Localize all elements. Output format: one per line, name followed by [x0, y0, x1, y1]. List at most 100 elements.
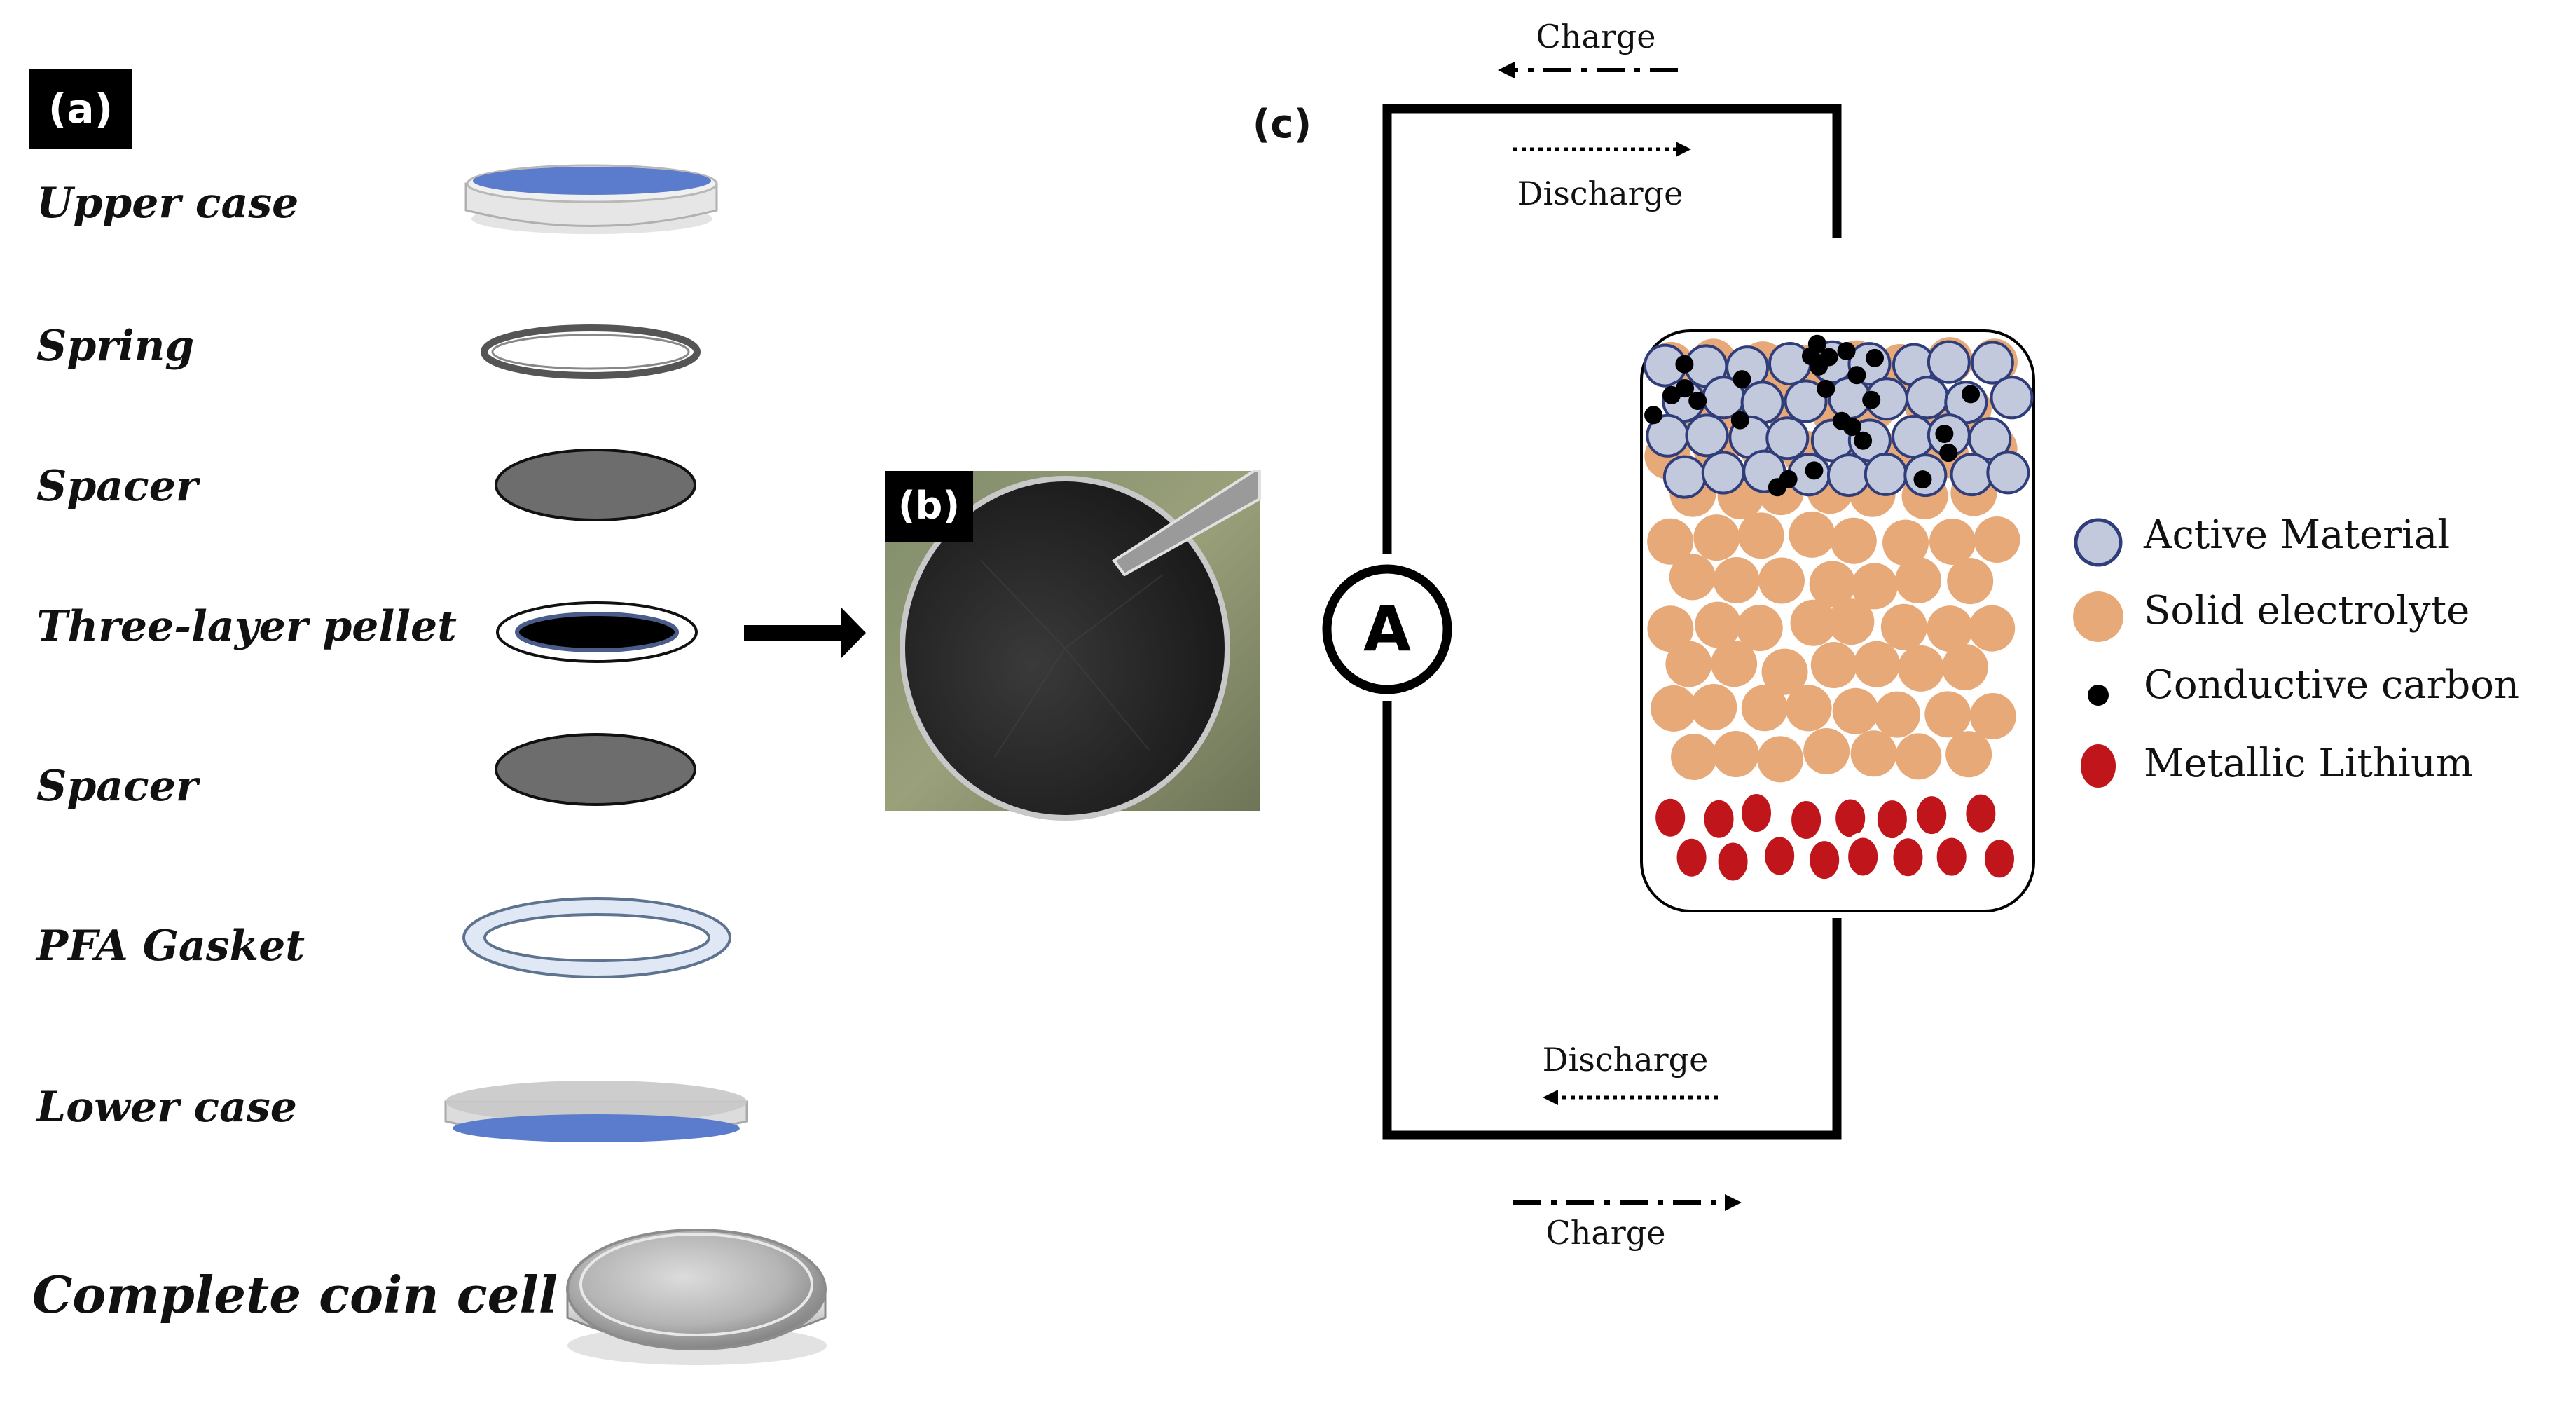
ammeter: A [1322, 564, 1452, 694]
carbon-particle [1688, 391, 1707, 410]
electrolyte-particle [1895, 733, 1942, 780]
legend-label-active-material: Active Material [2143, 512, 2450, 558]
electrolyte-particle [1669, 554, 1716, 601]
active-material-particle [1986, 451, 2030, 495]
carbon-particle [1733, 370, 1751, 389]
panel-a: (a) Upper case Spring Spacer Three-layer… [29, 69, 866, 1365]
component-label-pellet: Three-layer pellet [36, 602, 457, 651]
panel-b-tag: (b) [898, 484, 960, 528]
electrolyte-particle [1741, 685, 1788, 732]
electrolyte-particle [1969, 693, 2016, 740]
active-material-particle [1685, 413, 1729, 458]
lithium-particle [1736, 788, 1777, 838]
electrolyte-particle [1712, 731, 1759, 778]
panel-a-tag: (a) [48, 85, 113, 132]
active-material-particle [1765, 416, 1810, 460]
active-material-particle [1950, 453, 1994, 497]
bottom-charge-arrow [1513, 1194, 1742, 1211]
component-label-gasket: PFA Gasket [35, 922, 305, 971]
carbon-particle [1939, 444, 1958, 463]
legend-label-solid-electrolyte: Solid electrolyte [2144, 588, 2470, 634]
carbon-particle [1913, 470, 1932, 489]
lithium-particle [1871, 795, 1913, 844]
coin-cell-icon [566, 1229, 827, 1365]
electrolyte-particle [1929, 519, 1976, 566]
bottom-discharge-label: Discharge [1543, 1041, 1709, 1079]
carbon-particle [1854, 431, 1873, 450]
spacer-disc-icon [495, 733, 696, 806]
lithium-particle [1960, 788, 2002, 838]
electrolyte-particle [1851, 563, 1898, 610]
panel-b-tag-box [885, 471, 973, 542]
electrolyte-particle [1713, 557, 1760, 604]
electrolyte-particle [1882, 519, 1929, 566]
legend: Active Material Solid electrolyte Conduc… [2073, 512, 2519, 793]
lithium-particle [1650, 793, 1691, 842]
electrolyte-particle [1790, 599, 1837, 646]
electrolyte-particle [1927, 605, 1974, 652]
lithium-particle [1931, 832, 1972, 882]
carbon-particle [1862, 390, 1881, 409]
lithium-particle [1843, 832, 1884, 882]
electrolyte-particle [1695, 601, 1742, 648]
electrolyte-particle [1895, 557, 1942, 604]
top-discharge-arrow [1513, 142, 1691, 157]
panel-b: (b) [885, 470, 1261, 821]
lithium-particle [1911, 791, 1952, 840]
carbon-particle [1832, 411, 1851, 430]
carbon-particle [1865, 348, 1884, 367]
legend-label-metallic-lithium: Metallic Lithium [2144, 741, 2473, 786]
carbon-particle [1644, 406, 1663, 425]
electrolyte-particle [1832, 687, 1879, 734]
electrolyte-particle [1941, 643, 1988, 690]
arrow-to-photo [744, 607, 866, 659]
active-material-particle [1968, 417, 2012, 461]
active-material-particle [1784, 379, 1828, 423]
electrolyte-particle [1945, 731, 1992, 778]
electrolyte-particle [1853, 641, 1900, 687]
top-charge-label: Charge [1536, 18, 1656, 55]
active-material-particle [1864, 452, 1908, 496]
electrolyte-particle [1693, 514, 1740, 561]
electrolyte-particle [1651, 685, 1697, 732]
component-label-spring: Spring [36, 322, 194, 371]
bottom-charge-label: Charge [1546, 1214, 1666, 1252]
lithium-particle [1759, 831, 1800, 881]
electrolyte-particle [1647, 605, 1694, 652]
electrolyte-particle [1758, 557, 1805, 604]
carbon-particle [1676, 379, 1695, 398]
electrolyte-particle [1736, 605, 1783, 652]
legend-swatch-conductive-carbon [2088, 685, 2109, 706]
electrolyte-particle [1974, 516, 2020, 563]
electrolyte-particle [1665, 641, 1712, 687]
electrolyte-particle [1924, 691, 1971, 738]
carbon-particle [1819, 348, 1838, 367]
top-discharge-label: Discharge [1517, 174, 1683, 212]
electrolyte-particle [1671, 733, 1718, 780]
bottom-discharge-arrow [1543, 1090, 1718, 1105]
lithium-particle [1712, 837, 1754, 887]
electrolyte-particle [1874, 691, 1921, 738]
carbon-particle [1675, 355, 1694, 374]
lithium-particle [1978, 834, 2020, 884]
panel-c: (c) A Charge Discharge Discharge [1253, 18, 2519, 1252]
active-material-particle [1970, 341, 2014, 385]
electrolyte-particle [1803, 727, 1850, 774]
electrolyte-particle [1828, 598, 1875, 645]
component-label-coin-cell: Complete coin cell [32, 1265, 558, 1325]
active-material-particle [1826, 453, 1871, 498]
electrolyte-particle [1810, 642, 1857, 689]
electrolyte-particle [1850, 730, 1897, 777]
lithium-particle [1671, 833, 1712, 882]
cell-particles [1643, 334, 2034, 887]
legend-swatch-solid-electrolyte [2073, 591, 2123, 642]
electrolyte-particle [1647, 518, 1694, 565]
electrolyte-particle [1969, 605, 2016, 652]
carbon-particle [1837, 342, 1856, 361]
carbon-particle [1807, 334, 1826, 353]
electrolyte-particle [1785, 685, 1832, 732]
active-material-particle [1701, 451, 1745, 495]
pellet-icon [496, 601, 698, 663]
electrolyte-particle [1789, 511, 1835, 558]
